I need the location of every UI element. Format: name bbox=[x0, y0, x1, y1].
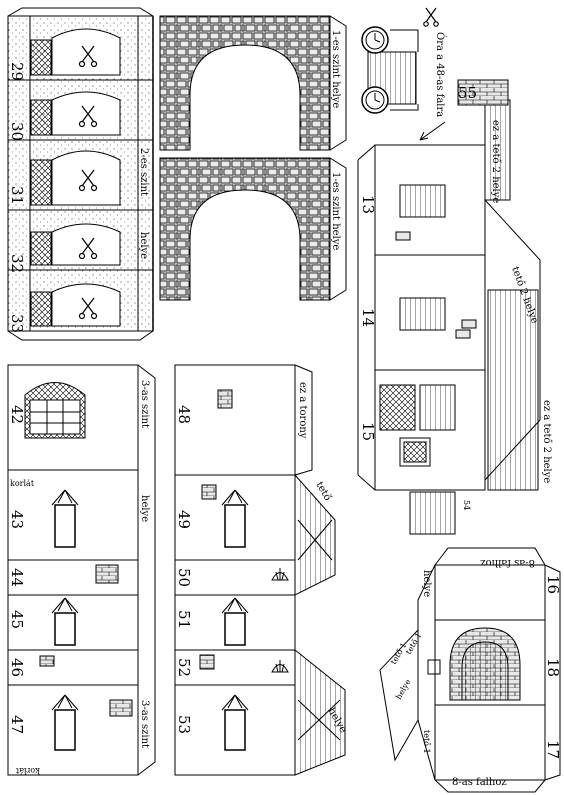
wall8-label-bottom: 8-as falhoz bbox=[452, 777, 507, 788]
house-number-14: 14 bbox=[359, 308, 377, 327]
roof2-label-bottom: ez a tető 2 helye bbox=[541, 400, 552, 483]
tower-number-44: 44 bbox=[8, 568, 26, 587]
stone-arch-top: 1-es szint helye bbox=[159, 15, 347, 151]
scissors-icon bbox=[423, 7, 439, 27]
window-strip-29-33: 29 30 31 32 33 2-es szint helye bbox=[7, 7, 154, 341]
strip-number-31: 31 bbox=[8, 186, 26, 205]
strip-label-place: helye bbox=[138, 232, 149, 259]
tower-number-43: 43 bbox=[8, 510, 26, 529]
house-16-18: 16 18 17 8-as falhoz 8-as falhoz helye t… bbox=[379, 547, 562, 793]
lattice-panels bbox=[30, 39, 52, 327]
house-number-13: 13 bbox=[359, 195, 377, 214]
tower-number-47: 47 bbox=[8, 715, 26, 734]
wall8-label-side: helye bbox=[421, 570, 432, 597]
strip-number-33: 33 bbox=[8, 314, 26, 333]
house-piece-54: 54 bbox=[462, 500, 471, 510]
house-13-15: 13 14 15 55 54 ez a tető 2 helye tető 2 … bbox=[357, 79, 552, 535]
tower-48-53: 48 49 50 51 52 53 ez a torony tető helye bbox=[174, 364, 349, 776]
rail-label-bottom: korlát bbox=[15, 766, 40, 775]
tower-number-52: 52 bbox=[175, 658, 193, 677]
house-tab-55: 55 bbox=[458, 84, 477, 102]
tower-label-level-3-bottom: 3-as szint bbox=[139, 700, 150, 748]
rail-label-top: korlát bbox=[10, 479, 35, 488]
window-arches-29-33 bbox=[51, 28, 121, 327]
tower-label-place: helye bbox=[139, 495, 150, 522]
clock-piece: Óra a 48-as falra bbox=[361, 7, 446, 141]
tower-number-51: 51 bbox=[175, 610, 193, 629]
strip-number-30: 30 bbox=[8, 122, 26, 141]
roof1-label-d: tető 1 bbox=[422, 730, 431, 754]
stone-arch-bottom: 1-es szint helye bbox=[159, 157, 347, 301]
shell-icon bbox=[271, 568, 289, 673]
scissors-icon bbox=[78, 45, 98, 320]
arch-label-top: 1-es szint helye bbox=[330, 30, 341, 108]
brick-arch-door bbox=[449, 627, 521, 701]
tower-roofs bbox=[294, 473, 346, 776]
tower-number-49: 49 bbox=[175, 510, 193, 529]
house-number-16: 16 bbox=[544, 575, 562, 594]
strip-number-32: 32 bbox=[8, 254, 26, 273]
arch-label-bottom: 1-es szint helye bbox=[330, 172, 341, 250]
wall8-label-top: 8-as falhoz bbox=[480, 557, 535, 568]
house-number-15: 15 bbox=[359, 422, 377, 441]
windows-43-47 bbox=[51, 489, 79, 751]
house-number-17: 17 bbox=[544, 740, 562, 759]
tower-number-48: 48 bbox=[175, 405, 193, 424]
tower-42-47: 42 43 44 45 46 47 3-as szint helye 3-as … bbox=[7, 364, 156, 776]
house-number-18: 18 bbox=[544, 658, 562, 677]
tower-label-this-tower: ez a torony bbox=[297, 382, 308, 439]
strip-panels bbox=[8, 16, 153, 331]
roof2-label-top: ez a tető 2 helye bbox=[490, 120, 501, 203]
tower-number-53: 53 bbox=[175, 715, 193, 734]
tower-number-45: 45 bbox=[8, 610, 26, 629]
arrow-icon bbox=[419, 121, 446, 141]
clock-label: Óra a 48-as falra bbox=[434, 32, 446, 117]
strip-label-level-2: 2-es szint bbox=[138, 148, 149, 196]
tower-number-46: 46 bbox=[8, 658, 26, 677]
clock-icon bbox=[361, 26, 389, 114]
tower-label-level-3-top: 3-as szint bbox=[139, 380, 150, 428]
tower-number-50: 50 bbox=[175, 568, 193, 587]
strip-number-29: 29 bbox=[8, 62, 26, 81]
wall-bricks bbox=[379, 184, 477, 467]
tower-number-42: 42 bbox=[8, 405, 26, 424]
ornate-window bbox=[24, 382, 86, 439]
windows-49-53 bbox=[221, 489, 249, 751]
